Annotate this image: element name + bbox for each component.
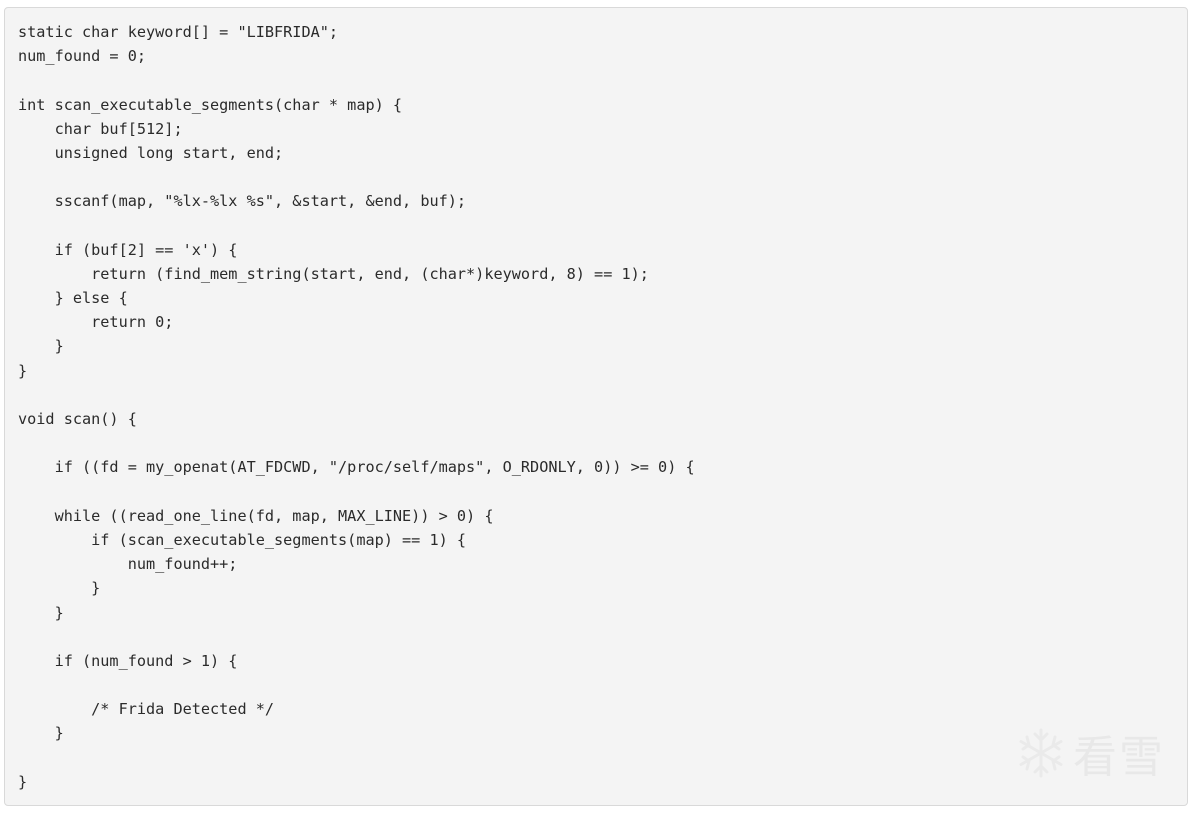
code-line: } else { bbox=[18, 289, 128, 308]
code-line: char buf[512]; bbox=[18, 119, 183, 138]
code-line: } bbox=[18, 724, 64, 743]
code-line: unsigned long start, end; bbox=[18, 143, 284, 162]
code-line: sscanf(map, "%lx-%lx %s", &start, &end, … bbox=[18, 192, 467, 211]
code-line bbox=[18, 480, 695, 504]
code-line: num_found = 0; bbox=[18, 47, 147, 66]
code-line bbox=[18, 625, 695, 649]
code-line bbox=[18, 68, 695, 92]
code-line bbox=[18, 214, 695, 238]
code-line: if (buf[2] == 'x') { bbox=[18, 240, 238, 259]
code-line: int scan_executable_segments(char * map)… bbox=[18, 95, 403, 114]
code-line: static char keyword[] = "LIBFRIDA"; bbox=[18, 23, 339, 41]
code-line bbox=[18, 746, 695, 770]
snowflake-icon bbox=[1019, 728, 1063, 778]
code-line bbox=[18, 165, 695, 189]
code-line bbox=[18, 673, 695, 697]
code-line: } bbox=[18, 603, 64, 622]
watermark-text: 看雪 bbox=[1073, 732, 1165, 783]
code-line: if (scan_executable_segments(map) == 1) … bbox=[18, 530, 467, 549]
code-line: num_found++; bbox=[18, 555, 238, 574]
code-line: while ((read_one_line(fd, map, MAX_LINE)… bbox=[18, 506, 494, 525]
code-block: static char keyword[] = "LIBFRIDA"; num_f… bbox=[4, 7, 1188, 806]
watermark: 看雪 bbox=[1015, 721, 1165, 785]
code-lines: static char keyword[] = "LIBFRIDA"; num_f… bbox=[18, 20, 695, 794]
code-line: } bbox=[18, 337, 64, 356]
code-line: /* Frida Detected */ bbox=[18, 700, 275, 719]
code-line: } bbox=[18, 579, 101, 598]
code-line bbox=[18, 431, 695, 455]
code-line: return 0; bbox=[18, 313, 174, 332]
code-line bbox=[18, 383, 695, 407]
code-line: } bbox=[18, 772, 28, 791]
code-line: } bbox=[18, 361, 28, 380]
code-line: void scan() { bbox=[18, 410, 137, 428]
code-line: if ((fd = my_openat(AT_FDCWD, "/proc/sel… bbox=[18, 458, 695, 477]
code-line: return (find_mem_string(start, end, (cha… bbox=[18, 264, 649, 283]
code-line: if (num_found > 1) { bbox=[18, 651, 238, 670]
